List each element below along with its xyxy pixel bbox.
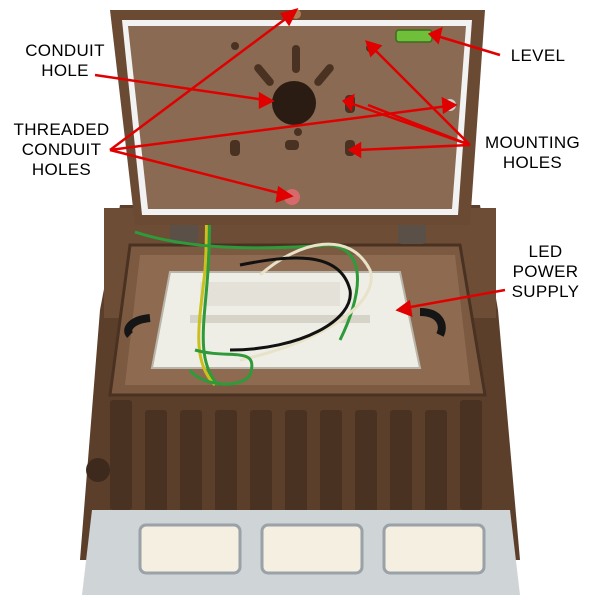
hinge-left <box>170 222 198 244</box>
label-conduit-hole: CONDUIT HOLE <box>25 41 105 80</box>
hinge-right <box>398 222 426 244</box>
level-bubble <box>395 29 433 43</box>
led-lens <box>82 510 520 595</box>
label-mounting-holes: MOUNTING HOLES <box>485 133 580 172</box>
label-level: LEVEL <box>510 46 566 65</box>
led-power-supply <box>124 271 446 369</box>
conduit-hole <box>272 81 316 125</box>
cable-gland <box>86 458 110 482</box>
label-led-power-supply: LED POWER SUPPLY <box>511 242 580 301</box>
heatsink-fins <box>110 400 482 520</box>
label-threaded-conduit-holes: THREADED CONDUIT HOLES <box>13 120 110 179</box>
open-lid <box>110 9 485 225</box>
callout-arrows <box>94 8 506 317</box>
